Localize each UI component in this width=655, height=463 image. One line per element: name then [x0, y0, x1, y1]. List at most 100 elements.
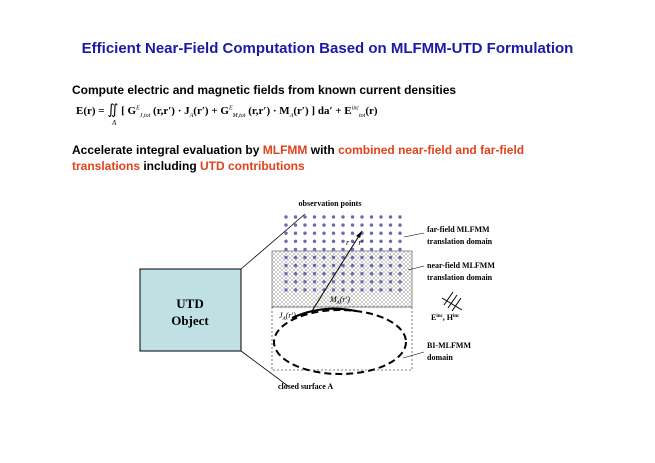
eq-domain: A	[112, 119, 117, 127]
bullet2-part3: including	[140, 159, 201, 173]
eq-lhs: E(r) =	[76, 105, 105, 117]
observation-point	[312, 255, 317, 260]
observation-point	[293, 223, 298, 227]
j-a-symbol: J	[279, 311, 283, 320]
bi-mlfmm-box	[271, 306, 413, 371]
bullet2-mlfmm: MLFMM	[262, 143, 308, 157]
observation-point	[312, 239, 317, 243]
source-curve	[291, 307, 357, 319]
observation-point	[284, 215, 288, 219]
observation-point	[360, 280, 364, 284]
observation-point	[388, 223, 393, 227]
observation-point	[284, 288, 288, 292]
observation-point	[331, 255, 336, 260]
observation-point	[293, 263, 298, 268]
observation-point	[350, 280, 355, 284]
observation-point	[398, 223, 402, 227]
observation-point	[303, 263, 307, 268]
observation-point	[350, 239, 355, 243]
incident-field-label: Einc, Hinc	[431, 313, 460, 322]
observation-point	[350, 288, 355, 292]
observation-point	[388, 215, 393, 219]
observation-point	[284, 255, 288, 260]
field-equation: E(r) = ∬ A [ GEJ,tot (r,r′) · JA(r′) + G…	[76, 102, 378, 127]
eq-j-args: (r′) +	[193, 105, 218, 117]
observation-point	[303, 288, 307, 292]
closed-surface-ellipse	[273, 309, 407, 375]
e-inc-sup: inc	[436, 314, 443, 319]
bullet2-part1: Accelerate integral evaluation by	[72, 143, 263, 157]
observation-point	[312, 288, 317, 292]
eq-term2-sub: M,tot	[232, 113, 246, 120]
bullet2-combined: combined near-field and far-field transl…	[72, 143, 525, 173]
h-inc-sup: inc	[453, 314, 460, 319]
observation-point	[331, 247, 336, 252]
near-field-label-1: near-field MLFMM	[427, 261, 495, 270]
observation-point	[341, 280, 345, 284]
observation-point	[322, 223, 326, 227]
observation-point	[360, 215, 364, 219]
observation-point	[312, 231, 317, 235]
bi-leader	[402, 351, 425, 359]
observation-point	[331, 231, 336, 235]
observation-point	[341, 263, 345, 268]
observation-point	[369, 255, 374, 260]
utd-label-2: Object	[171, 313, 209, 328]
observation-point	[341, 223, 345, 227]
observation-point	[350, 255, 355, 260]
m-a-tail: (r′)	[340, 295, 351, 304]
observation-point	[369, 280, 374, 284]
observation-point	[350, 223, 355, 227]
observation-point	[341, 272, 345, 276]
observation-point	[284, 247, 288, 252]
observation-point	[331, 288, 336, 292]
observation-point	[360, 255, 364, 260]
observation-point	[331, 215, 336, 219]
eq-term1: [ G	[121, 105, 137, 117]
observation-point	[350, 231, 355, 235]
observation-point	[388, 255, 393, 260]
observation-point	[293, 280, 298, 284]
observation-point	[331, 263, 336, 268]
observation-point	[303, 255, 307, 260]
observation-point	[312, 223, 317, 227]
m-a-label: MA(r′)	[329, 295, 350, 306]
observation-point	[303, 223, 307, 227]
observation-point	[398, 288, 402, 292]
observation-point	[341, 255, 345, 260]
observation-point-grid	[284, 215, 402, 292]
observation-point	[341, 239, 345, 243]
eq-m-args: (r′) ]	[293, 105, 316, 117]
m-a-symbol: M	[329, 295, 338, 304]
arrow-head	[356, 231, 362, 238]
observation-point	[398, 231, 402, 235]
observation-point	[398, 239, 402, 243]
observation-point	[303, 272, 307, 276]
observation-point	[284, 231, 288, 235]
observation-point	[293, 215, 298, 219]
observation-point	[369, 231, 374, 235]
observation-point	[398, 255, 402, 260]
bullet2-utd: UTD contributions	[200, 159, 305, 173]
observation-point	[379, 247, 383, 252]
observation-point	[379, 288, 383, 292]
observation-point	[303, 247, 307, 252]
observation-point	[341, 288, 345, 292]
eq-measure: da′ + E	[317, 105, 352, 117]
observation-point	[398, 263, 402, 268]
observation-point	[293, 247, 298, 252]
far-field-label-2: translation domain	[427, 237, 493, 246]
eq-term2-sup: E	[228, 105, 233, 112]
observation-point	[341, 247, 345, 252]
observation-point	[322, 255, 326, 260]
slide-title: Efficient Near-Field Computation Based o…	[81, 40, 574, 57]
observation-point	[379, 263, 383, 268]
observation-point	[369, 223, 374, 227]
observation-point	[284, 223, 288, 227]
observation-point	[293, 239, 298, 243]
utd-projection-bottom	[240, 350, 289, 387]
observation-point	[341, 215, 345, 219]
utd-label-1: UTD	[176, 296, 203, 311]
observation-point	[388, 288, 393, 292]
closed-surface-label: closed surface A	[278, 382, 333, 391]
